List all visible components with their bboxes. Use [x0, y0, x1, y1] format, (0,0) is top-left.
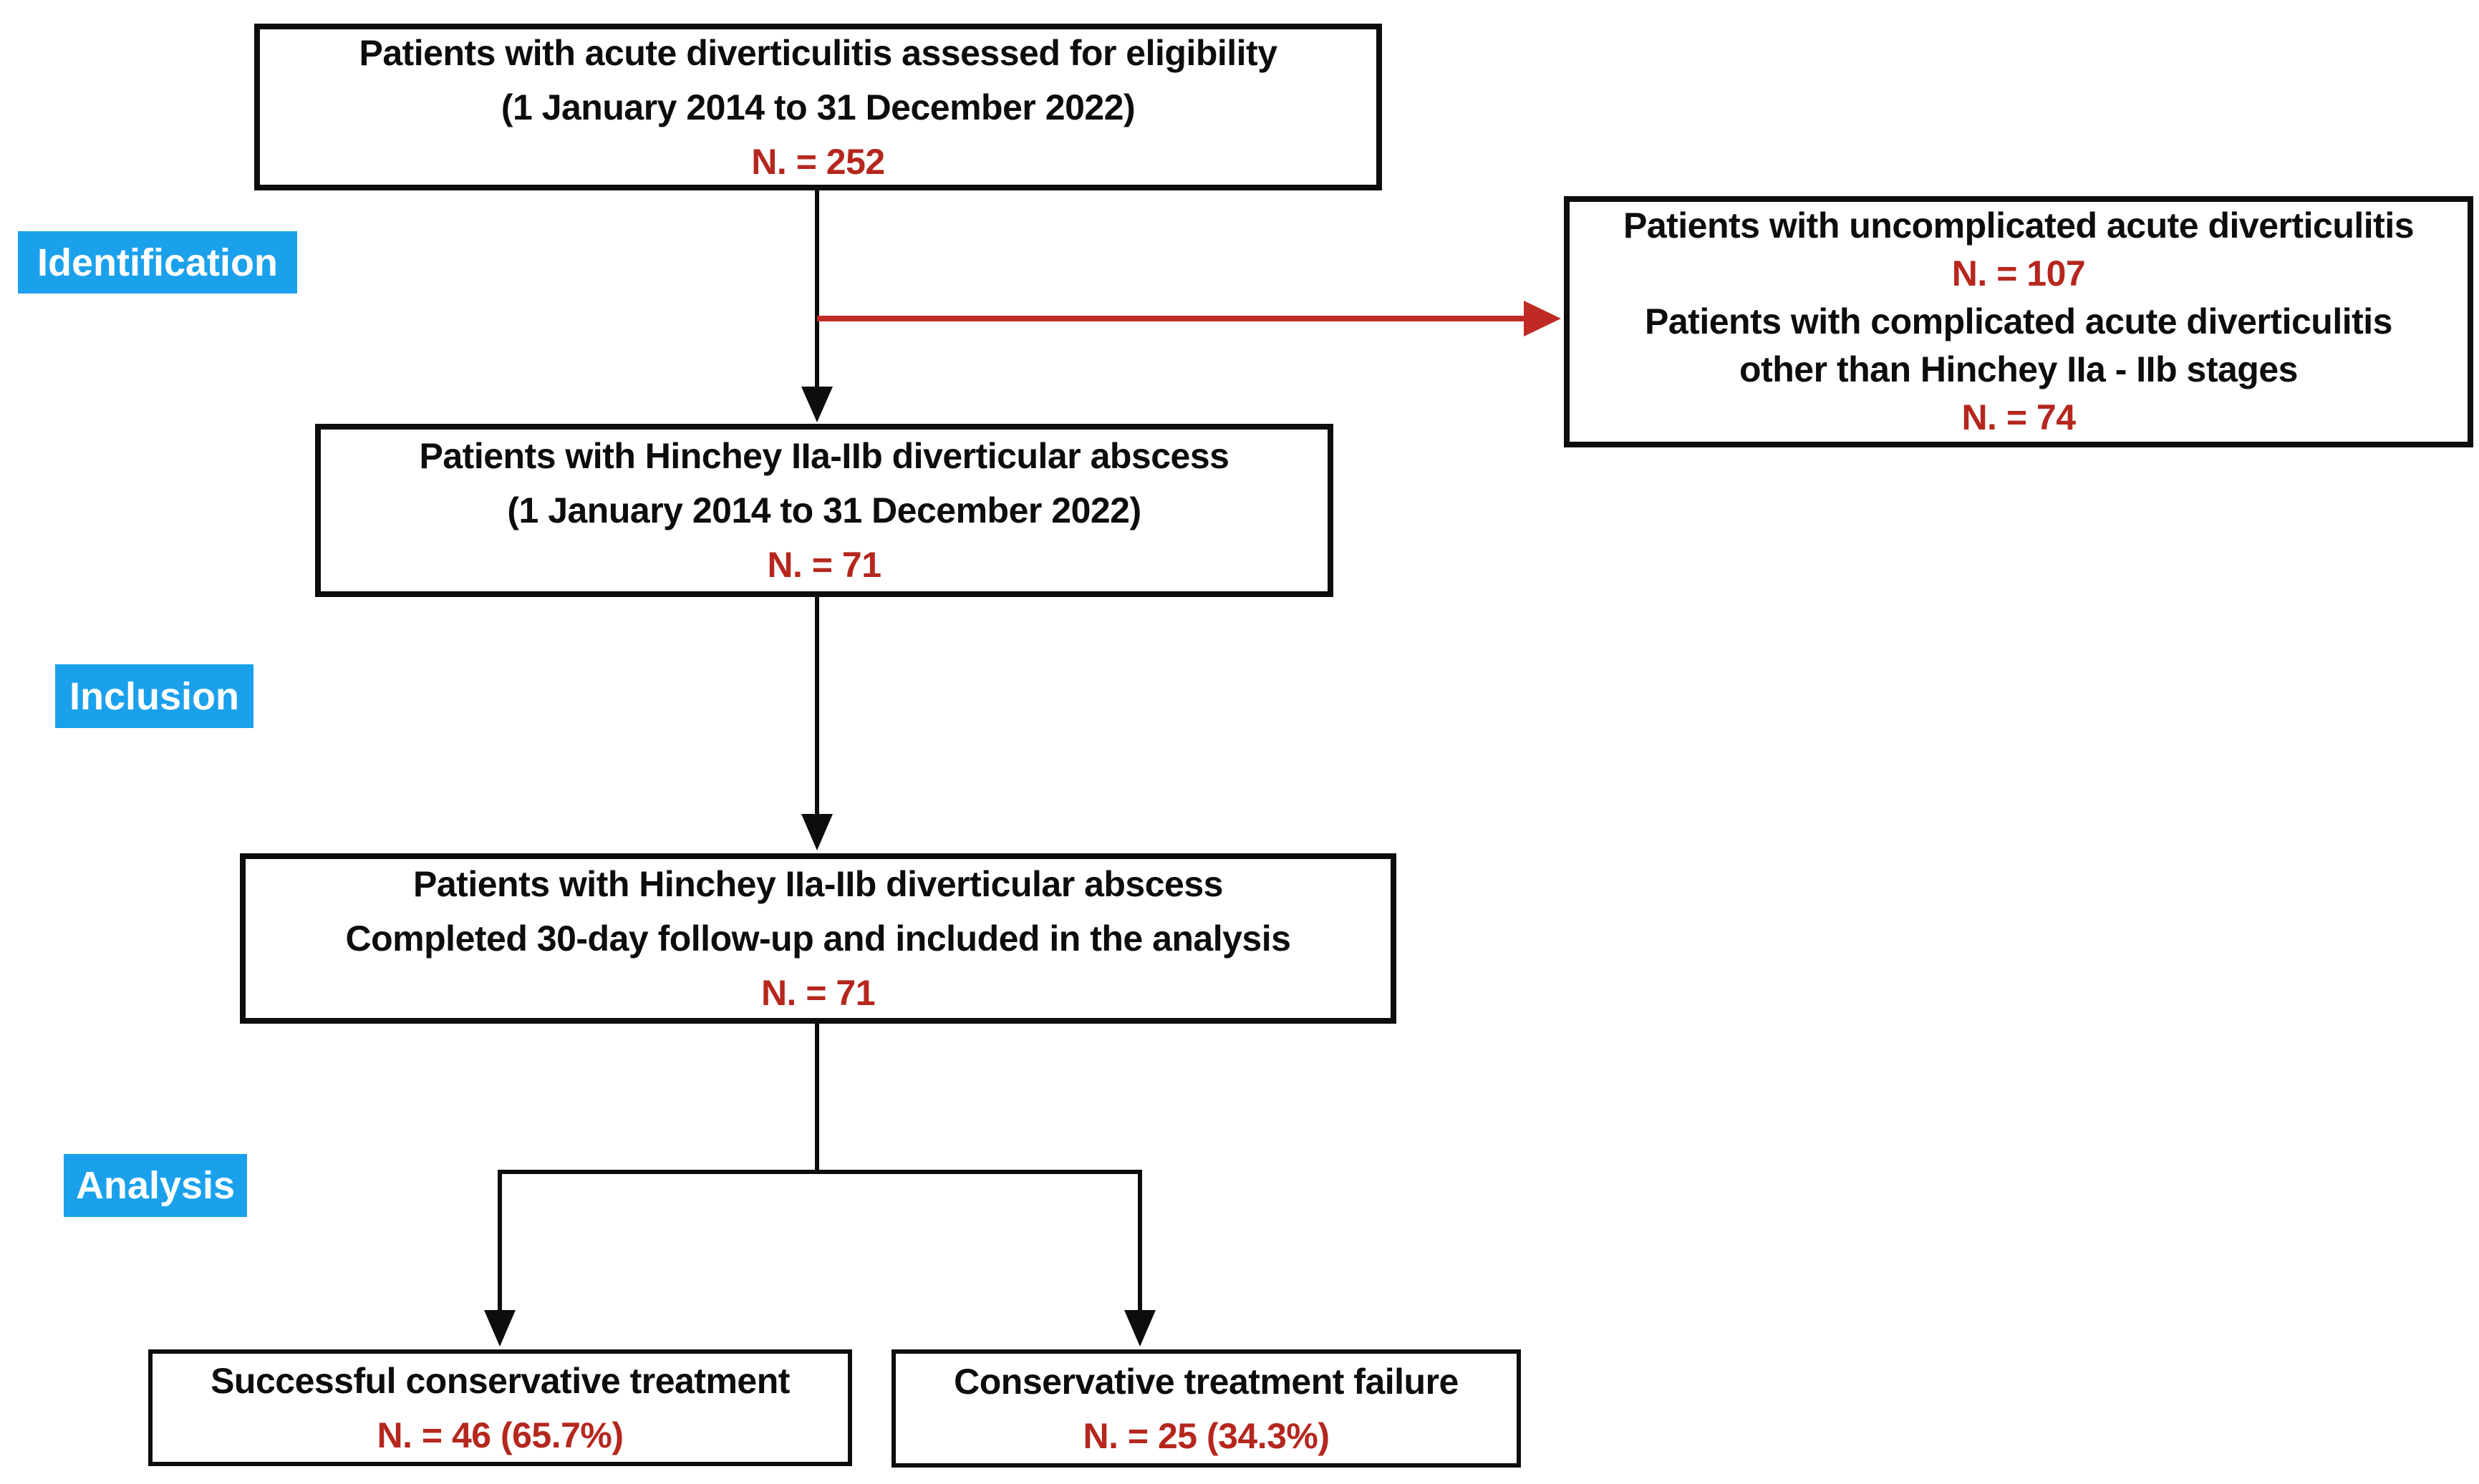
box-abscess-count: N. = 71 [767, 545, 881, 585]
box-failure-count: N. = 25 (34.3%) [1083, 1415, 1330, 1456]
box-failure-line1: Conservative treatment failure [954, 1361, 1459, 1402]
stage-label-inclusion-text: Inclusion [69, 674, 239, 718]
box-excluded-line3: other than Hinchey IIa - IIb stages [1739, 349, 2298, 389]
box-eligibility-line2: (1 January 2014 to 31 December 2022) [501, 87, 1136, 127]
box-excluded-count2: N. = 74 [1961, 397, 2076, 437]
box-followup-line1: Patients with Hinchey IIa-IIb diverticul… [413, 864, 1223, 904]
box-excluded: Patients with uncomplicated acute divert… [1564, 196, 2473, 447]
box-abscess: Patients with Hinchey IIa-IIb diverticul… [315, 424, 1333, 597]
box-success-count: N. = 46 (65.7%) [377, 1415, 624, 1455]
box-eligibility-count: N. = 252 [751, 141, 885, 182]
box-abscess-line1: Patients with Hinchey IIa-IIb diverticul… [419, 436, 1229, 476]
box-excluded-count1: N. = 107 [1951, 253, 2086, 294]
stage-label-identification: Identification [18, 231, 297, 294]
arrowhead-followup [801, 814, 833, 850]
box-eligibility: Patients with acute diverticulitis asses… [254, 24, 1382, 190]
box-followup-line2: Completed 30-day follow-up and included … [345, 918, 1291, 959]
stage-label-identification-text: Identification [37, 241, 278, 284]
arrowhead-exclusion [1524, 301, 1561, 336]
box-failure: Conservative treatment failure N. = 25 (… [891, 1349, 1521, 1468]
stage-label-inclusion: Inclusion [55, 664, 253, 728]
box-excluded-line2: Patients with complicated acute divertic… [1645, 301, 2392, 341]
box-abscess-line2: (1 January 2014 to 31 December 2022) [507, 490, 1141, 530]
box-success-line1: Successful conservative treatment [211, 1360, 790, 1401]
arrowhead-success [484, 1310, 516, 1347]
arrowhead-abscess [801, 387, 833, 422]
box-excluded-line1: Patients with uncomplicated acute divert… [1623, 205, 2415, 246]
stage-label-analysis-text: Analysis [75, 1164, 236, 1207]
box-success: Successful conservative treatment N. = 4… [148, 1349, 852, 1466]
box-followup-count: N. = 71 [760, 973, 876, 1013]
box-eligibility-line1: Patients with acute diverticulitis asses… [359, 32, 1277, 73]
box-followup: Patients with Hinchey IIa-IIb diverticul… [240, 853, 1396, 1024]
stage-label-analysis: Analysis [64, 1154, 247, 1217]
arrowhead-failure [1124, 1310, 1156, 1347]
